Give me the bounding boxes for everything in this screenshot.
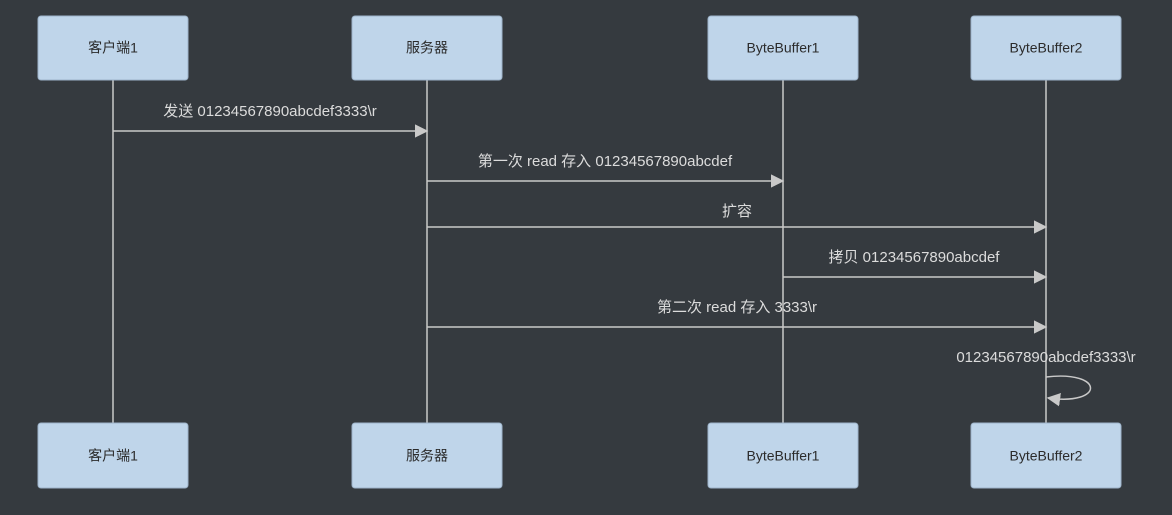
participant-label: ByteBuffer1: [747, 448, 820, 464]
message-second-read: 第二次 read 存入 3333\r: [427, 298, 1048, 334]
participant-top-server: 服务器: [351, 15, 503, 81]
participant-bottom-client1: 客户端1: [37, 422, 189, 489]
message-label: 发送 01234567890abcdef3333\r: [163, 103, 377, 120]
participant-label: 客户端1: [88, 40, 138, 56]
participant-top-bytebuffer1: ByteBuffer1: [707, 15, 859, 81]
self-loop-arrow: [1045, 375, 1092, 407]
participant-label: 客户端1: [88, 448, 138, 464]
participant-label: ByteBuffer2: [1010, 448, 1083, 464]
participant-label: 服务器: [406, 448, 448, 464]
message-label: 拷贝 01234567890abcdef: [829, 249, 1001, 266]
participant-label: 服务器: [406, 40, 448, 56]
message-first-read: 第一次 read 存入 01234567890abcdef: [427, 152, 785, 188]
participant-bottom-bytebuffer2: ByteBuffer2: [970, 422, 1122, 489]
message-send: 发送 01234567890abcdef3333\r: [113, 103, 429, 138]
message-self-result: 01234567890abcdef3333\r: [956, 349, 1136, 407]
participant-bottom-server: 服务器: [351, 422, 503, 489]
message-copy: 拷贝 01234567890abcdef: [783, 249, 1048, 284]
participant-label: ByteBuffer2: [1010, 40, 1083, 56]
message-expand: 扩容: [427, 203, 1048, 234]
participant-top-bytebuffer2: ByteBuffer2: [970, 15, 1122, 81]
participant-top-client1: 客户端1: [37, 15, 189, 81]
participant-bottom-bytebuffer1: ByteBuffer1: [707, 422, 859, 489]
participant-label: ByteBuffer1: [747, 40, 820, 56]
message-label: 扩容: [722, 203, 752, 220]
message-label: 第一次 read 存入 01234567890abcdef: [478, 152, 733, 170]
message-label: 第二次 read 存入 3333\r: [657, 298, 817, 316]
message-label: 01234567890abcdef3333\r: [956, 349, 1135, 366]
